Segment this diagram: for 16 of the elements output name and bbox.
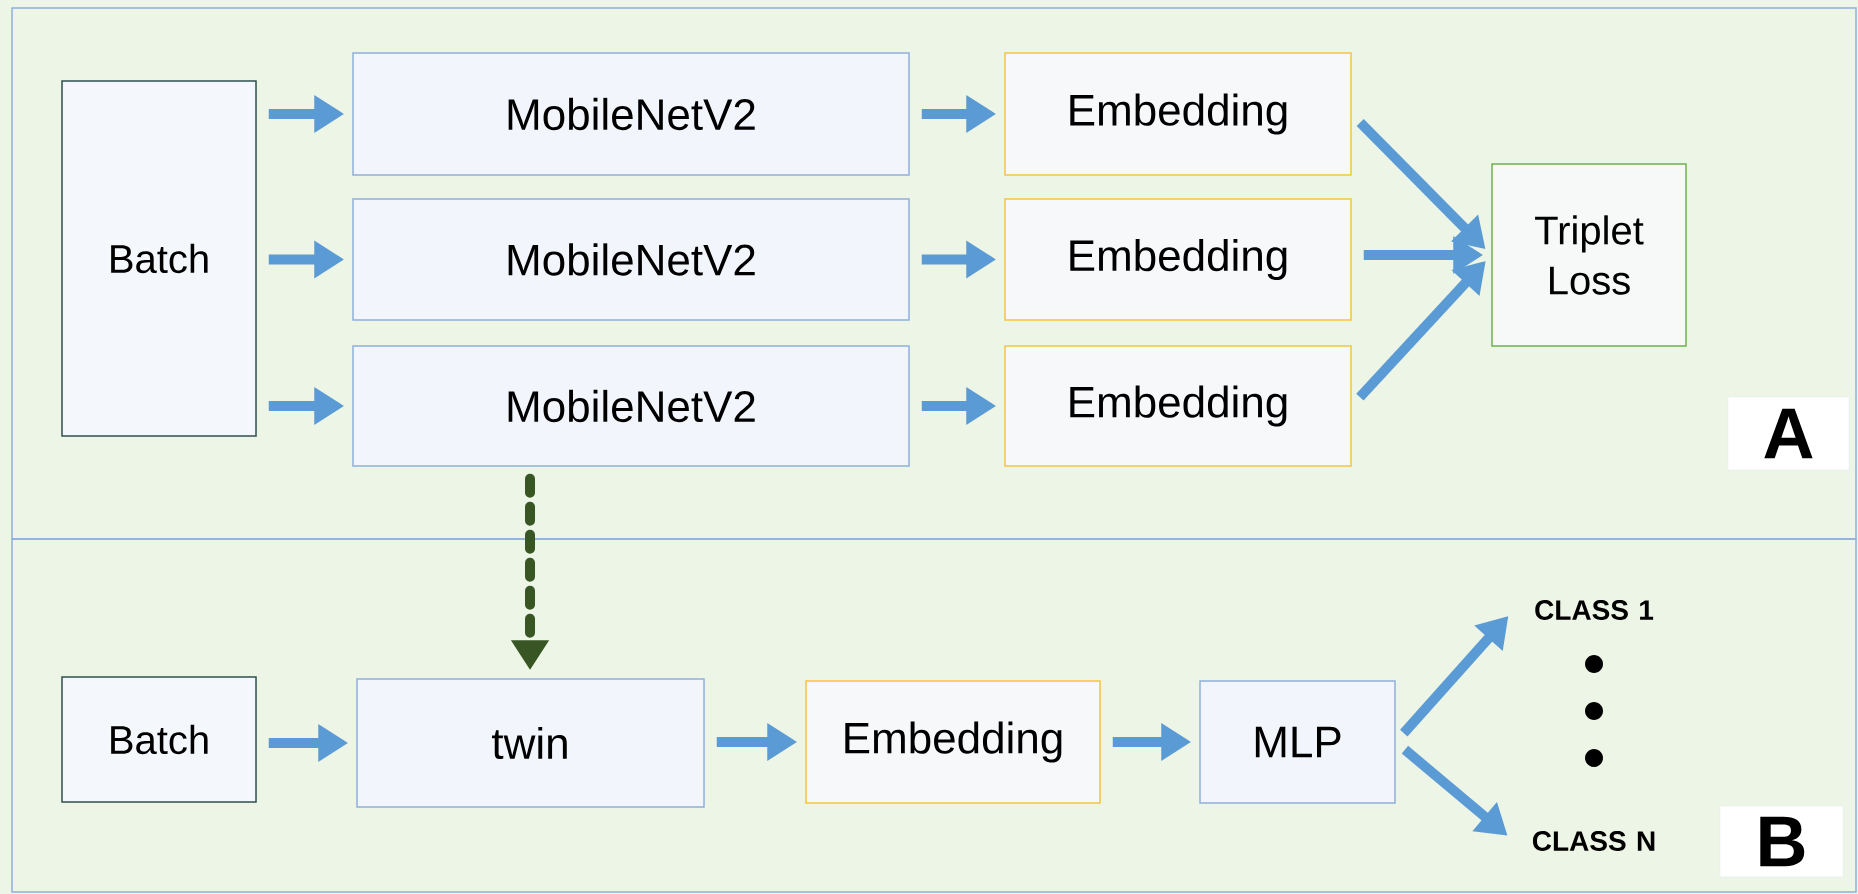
process-box: MobileNetV2 bbox=[352, 198, 910, 321]
process-box: twin bbox=[356, 678, 705, 808]
process-box: MobileNetV2 bbox=[352, 345, 910, 467]
process-box: Embedding bbox=[805, 680, 1101, 804]
process-box: Triplet Loss bbox=[1491, 163, 1687, 347]
process-box: MLP bbox=[1199, 680, 1396, 804]
process-box: Embedding bbox=[1004, 198, 1352, 321]
panel-letter: A bbox=[1727, 396, 1850, 471]
output-label: CLASS N bbox=[1532, 831, 1655, 851]
process-box: Batch bbox=[61, 676, 257, 803]
process-box: Embedding bbox=[1004, 345, 1352, 467]
panel-letter: B bbox=[1719, 805, 1844, 878]
process-box: Batch bbox=[61, 80, 257, 437]
output-label: CLASS 1 bbox=[1535, 600, 1654, 620]
process-box: MobileNetV2 bbox=[352, 52, 910, 176]
process-box: Embedding bbox=[1004, 52, 1352, 176]
